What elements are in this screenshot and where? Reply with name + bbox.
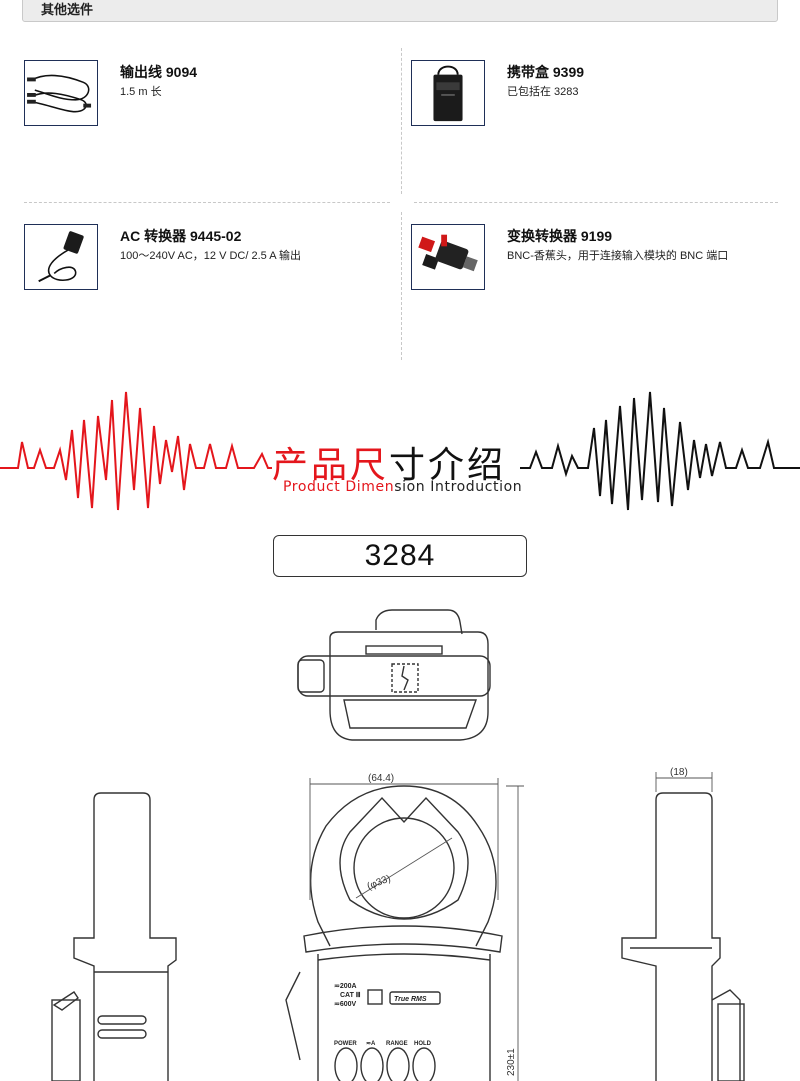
front-view-dimensions [309,778,524,1081]
option-description: BNC-香蕉头，用于连接输入模块的 BNC 端口 [507,250,729,262]
waveform-red [0,391,272,511]
dim-width-label: (64.4) [368,773,394,784]
dim-thickness-label: (18) [670,767,688,778]
option-title: 携带盒 9399 [507,64,585,80]
grid-divider-vertical-2 [401,212,402,360]
panel-range-text: ≂200A [334,983,357,990]
section-subtitle-red: Product Dimen [283,479,395,495]
option-description: 已包括在 3283 [507,86,579,98]
dim-jaw-label: (φ33) [366,873,393,892]
waveform-decoration [0,391,800,511]
option-card-output-cable: 输出线 9094 1.5 m 长 [24,60,394,130]
front-view-drawing [285,785,503,1081]
grid-divider-horizontal-right [414,202,778,203]
option-title: 输出线 9094 [120,64,198,80]
section-subtitle-black: sion Introduction [394,479,523,495]
panel-cat-text: CAT Ⅲ [340,991,361,999]
section-subtitle: Product Dimension Introduction [283,479,522,495]
model-number-box: 3284 [273,535,527,577]
output-cable-icon [24,60,98,126]
bnc-banana-adapter-icon [411,224,485,290]
section-title: 产品尺寸介绍 [272,436,506,488]
panel-volt-text: ≂600V [334,1001,357,1008]
right-side-view-drawing [621,792,745,1081]
option-card-ac-adapter: AC 转换器 9445-02 100～240V AC，12 V DC/ 2.5 … [24,224,394,294]
top-view-drawing [297,609,491,741]
waveform-black [520,391,800,511]
option-card-bnc-adapter: 变换转换器 9199 BNC-香蕉头，用于连接输入模块的 BNC 端口 [411,224,781,294]
power-button-label: POWER [334,1041,357,1047]
mode-button-label: ≂A [366,1041,376,1047]
dimension-drawings: (64.4) (φ33) 230±1 ≂200A CAT Ⅲ ≂600V Tru… [51,609,745,1081]
grid-divider-horizontal-left [24,202,390,203]
section-title-black: 寸介绍 [389,445,507,486]
option-title: 变换转换器 9199 [507,228,613,244]
dim-height-label: 230±1 [506,1048,517,1076]
ac-adapter-icon [24,224,98,290]
carrying-case-icon [411,60,485,126]
right-side-dimensions [655,772,713,792]
true-rms-badge: True RMS [394,996,427,1003]
options-header-title: 其他选件 [41,2,94,17]
range-button-label: RANGE [386,1041,408,1047]
grid-divider-vertical-1 [401,48,402,194]
section-title-red: 产品尺 [272,445,390,486]
options-header-bar: 其他选件 [22,0,778,22]
option-title: AC 转换器 9445-02 [120,228,242,244]
option-description: 1.5 m 长 [120,86,162,98]
left-side-view-drawing [51,792,177,1081]
option-description: 100～240V AC，12 V DC/ 2.5 A 输出 [120,250,301,262]
option-card-carrying-case: 携带盒 9399 已包括在 3283 [411,60,781,130]
hold-button-label: HOLD [414,1041,432,1047]
